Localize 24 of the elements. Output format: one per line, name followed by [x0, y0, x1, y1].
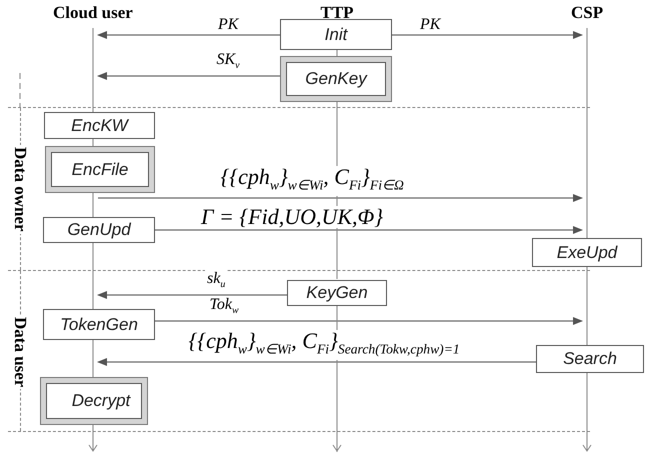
process-box: Init: [280, 19, 392, 50]
band-title: Data owner: [12, 145, 28, 234]
lifeline-header: CSP: [571, 3, 604, 23]
arrow: [154, 226, 583, 234]
edge-label: {{cph$_{w}$}$_{w∈Wi}$, C$_{Fi}$}$_{Fi∈Ω}$: [218, 166, 406, 196]
process-box: Decrypt: [40, 377, 148, 425]
lifeline-header: Cloud user: [53, 3, 133, 23]
arrow: [97, 72, 280, 80]
arrow: [97, 358, 536, 366]
process-box: TokenGen: [43, 309, 155, 340]
process-box: GenUpd: [43, 217, 155, 243]
process-box: EncFile: [45, 146, 155, 193]
process-box: KeyGen: [287, 280, 387, 306]
process-box: ExeUpd: [532, 238, 642, 267]
arrow: [97, 291, 288, 299]
arrow: [97, 31, 280, 39]
band-title: Data user: [12, 315, 28, 390]
arrow: [392, 31, 583, 39]
process-box: GenKey: [280, 56, 392, 102]
arrow: [154, 317, 583, 325]
edge-label: Γ = {Fid,UO,UK,Φ}: [199, 206, 386, 228]
process-box: EncKW: [44, 112, 155, 139]
process-box: Search: [536, 345, 644, 373]
arrow: [98, 194, 583, 202]
